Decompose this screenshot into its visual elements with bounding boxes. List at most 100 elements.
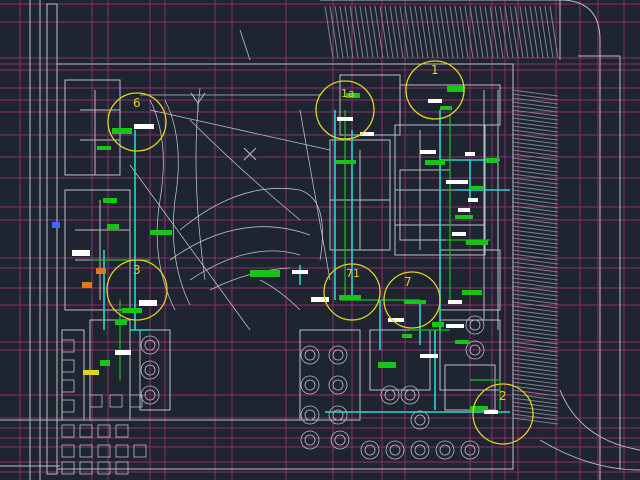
annotation-tag: [452, 232, 466, 236]
parking-stall-line: [511, 389, 559, 397]
parking-stall-line: [511, 357, 559, 365]
round-table-inner: [414, 414, 426, 426]
round-table-inner: [144, 389, 156, 401]
parking-stall-line: [511, 345, 559, 353]
parking-stall-line: [511, 309, 559, 317]
parking-stall-line: [511, 361, 559, 369]
round-table: [140, 360, 160, 380]
parking-stall-line: [511, 181, 559, 189]
parking-stall-line: [511, 313, 559, 321]
parking-stall-line: [349, 5, 359, 59]
parking-stall-line: [511, 185, 559, 193]
parking-stall-line: [469, 5, 479, 59]
parking-stall-line: [489, 5, 499, 59]
round-table-inner: [389, 444, 401, 456]
parking-stall-line: [511, 113, 559, 121]
round-table-inner: [304, 349, 316, 361]
annotation-tag: [428, 99, 442, 103]
parking-stall-line: [511, 253, 559, 261]
annotation-tags: [52, 86, 498, 414]
callout-1a: 1a: [315, 80, 375, 140]
parking-stall-line: [511, 173, 559, 181]
parking-stall-line: [511, 97, 559, 105]
square-table: [61, 424, 75, 438]
parking-stall-line: [511, 93, 559, 101]
callout-2: 2: [472, 383, 534, 445]
parking-stall-line: [511, 225, 559, 233]
parking-stall-line: [511, 281, 559, 289]
annotation-tag: [420, 354, 438, 358]
parking-stall-line: [511, 409, 559, 417]
parking-stall-line: [511, 325, 559, 333]
annotation-tag: [468, 198, 478, 202]
parking-stall-line: [511, 401, 559, 409]
parking-stall-line: [509, 5, 519, 59]
square-table: [61, 399, 75, 413]
annotation-tag: [432, 322, 444, 327]
parking-stall-line: [511, 201, 559, 209]
parking-stall-line: [511, 301, 559, 309]
annotation-tag: [115, 350, 131, 355]
parking-stall-line: [479, 5, 489, 59]
round-table: [300, 430, 320, 450]
parking-stall-line: [511, 297, 559, 305]
round-table: [140, 335, 160, 355]
round-table-inner: [332, 379, 344, 391]
round-table: [410, 410, 430, 430]
annotation-tag: [346, 93, 360, 98]
round-table-inner: [464, 444, 476, 456]
annotation-tag: [83, 370, 99, 375]
round-table-inner: [469, 344, 481, 356]
annotation-tag: [470, 186, 484, 190]
parking-stall-line: [534, 5, 544, 59]
annotation-tag: [103, 198, 117, 203]
round-table-inner: [439, 444, 451, 456]
parking-stall-line: [511, 353, 559, 361]
parking-stall-line: [511, 393, 559, 401]
parking-stall-line: [511, 221, 559, 229]
parking-stall-line: [511, 169, 559, 177]
annotation-tag: [448, 300, 462, 304]
parking-stall-line: [511, 329, 559, 337]
parking-stall-line: [339, 5, 349, 59]
callout-71: 71: [323, 263, 381, 321]
square-table: [61, 339, 75, 353]
annotation-tag: [150, 230, 172, 235]
parking-stall-line: [511, 153, 559, 161]
parking-stall-line: [334, 5, 344, 59]
parking-stall-line: [511, 117, 559, 125]
seating-tables: [140, 315, 485, 460]
parking-stall-line: [511, 241, 559, 249]
parking-stall-line: [424, 5, 434, 59]
parking-stall-line: [459, 5, 469, 59]
parking-stall-line: [511, 385, 559, 393]
parking-stall-line: [511, 413, 559, 421]
round-table: [360, 440, 380, 460]
annotation-tag: [250, 270, 280, 277]
parking-stall-line: [511, 381, 559, 389]
annotation-tag: [311, 297, 329, 302]
parking-stalls-right: [511, 89, 559, 425]
parking-stall-line: [511, 405, 559, 413]
parking-stall-line: [511, 397, 559, 405]
parking-stall-line: [514, 5, 524, 59]
parking-stall-line: [511, 133, 559, 141]
square-table: [115, 424, 129, 438]
parking-stall-line: [329, 5, 339, 59]
annotation-tag: [447, 86, 465, 92]
parking-stall-line: [374, 5, 384, 59]
annotation-tag: [455, 215, 473, 219]
square-table: [129, 394, 143, 408]
parking-stall-line: [519, 5, 529, 59]
annotation-tag: [440, 106, 452, 110]
parking-stall-line: [511, 177, 559, 185]
parking-stall-line: [419, 5, 429, 59]
annotation-tag: [122, 308, 142, 313]
callout-3: 3: [106, 259, 168, 321]
round-table: [328, 345, 348, 365]
parking-stall-line: [369, 5, 379, 59]
annotation-tag: [97, 146, 111, 150]
parking-stall-line: [511, 213, 559, 221]
